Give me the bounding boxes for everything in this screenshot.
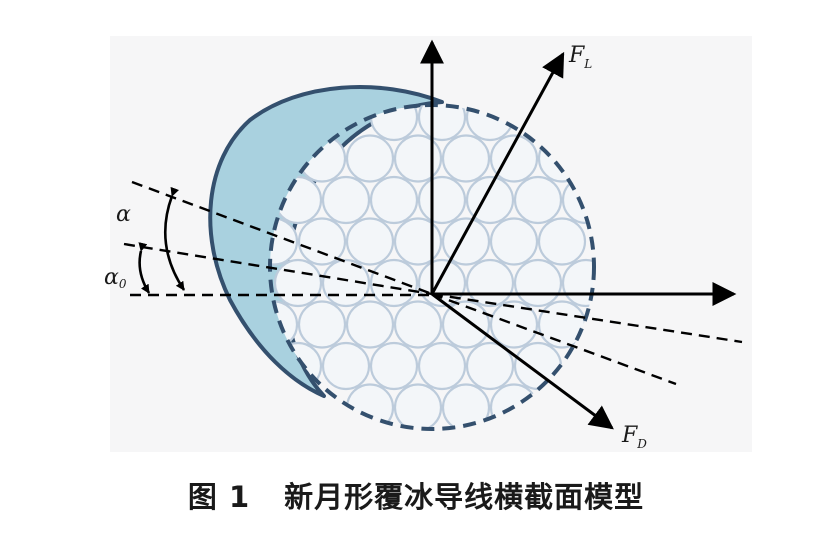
drag-force-label: FD bbox=[621, 423, 647, 451]
conductor-strand bbox=[297, 217, 347, 266]
alpha-label: α bbox=[116, 202, 131, 227]
conductor-strand bbox=[273, 258, 323, 308]
conductor-strand bbox=[441, 300, 491, 349]
conductor-strand bbox=[321, 341, 371, 391]
conductor-strand bbox=[369, 341, 419, 391]
alpha0-arc bbox=[138, 242, 151, 294]
conductor-strand bbox=[465, 341, 515, 391]
conductor-strand bbox=[345, 217, 395, 266]
conductor-strand bbox=[393, 134, 443, 183]
dashed-line-alpha-out bbox=[431, 292, 677, 386]
conductor-strand bbox=[393, 383, 443, 429]
conductor-strand bbox=[489, 217, 539, 266]
conductor-strand bbox=[393, 300, 443, 349]
conductor-strand bbox=[417, 341, 467, 391]
conductor-strand bbox=[489, 300, 539, 349]
conductor-strand bbox=[369, 258, 419, 308]
conductor-strand bbox=[513, 258, 563, 308]
conductor-strand bbox=[417, 175, 467, 225]
drag-force-arrow bbox=[431, 292, 614, 430]
figure-caption: 图 1 新月形覆冰导线横截面模型 bbox=[0, 474, 832, 516]
reference-lines bbox=[123, 180, 743, 386]
figure-title: 新月形覆冰导线横截面模型 bbox=[284, 480, 645, 514]
figure-number: 图 1 bbox=[187, 480, 251, 514]
conductor-strand bbox=[441, 217, 491, 266]
conductor-strand bbox=[441, 383, 491, 429]
lift-force-arrow bbox=[430, 51, 565, 295]
conductor-strand bbox=[513, 175, 563, 225]
dashed-line-alpha0-out bbox=[431, 292, 743, 344]
conductor-strand bbox=[345, 300, 395, 349]
lift-force-label: FL bbox=[568, 43, 592, 71]
dashed-line-alpha0-in bbox=[123, 242, 433, 296]
angle-arcs bbox=[138, 186, 186, 294]
alpha-arc bbox=[163, 186, 186, 291]
conductor-strand bbox=[393, 217, 443, 266]
conductor-strand bbox=[297, 300, 347, 349]
conductor-cross-section-diagram: FL FD α α0 bbox=[104, 39, 743, 451]
force-vectors bbox=[420, 39, 737, 430]
alpha0-label: α0 bbox=[104, 265, 127, 291]
conductor-strand bbox=[321, 175, 371, 225]
conductor-strand bbox=[441, 134, 491, 183]
conductor-strand bbox=[465, 258, 515, 308]
conductor-strand bbox=[537, 217, 587, 266]
conductor-strand bbox=[489, 134, 539, 183]
conductor-strand bbox=[369, 175, 419, 225]
conductor-strand bbox=[345, 134, 395, 183]
